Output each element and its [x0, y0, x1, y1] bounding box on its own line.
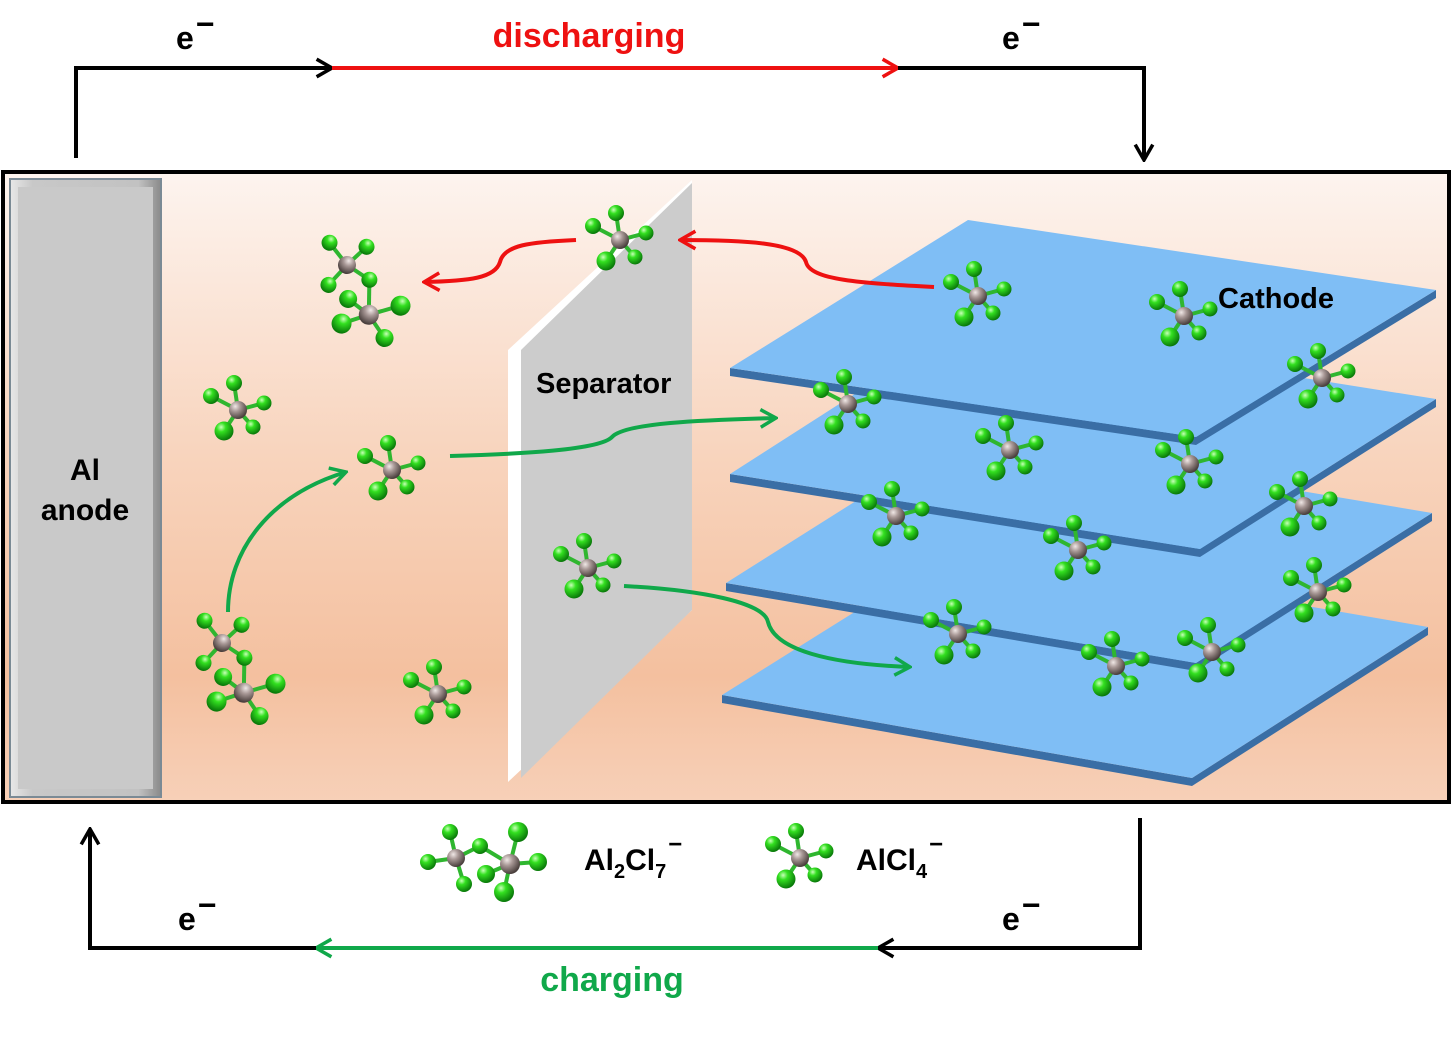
separator: [508, 180, 692, 782]
discharge-circuit: [74, 66, 1144, 160]
electron-label-top-left: e−: [176, 6, 214, 56]
al-anode: [9, 178, 162, 798]
charge-ion-arrow-2: [449, 418, 776, 458]
cathode-label: Cathode: [1218, 283, 1334, 315]
legend-al2cl7-molecule: [418, 820, 549, 904]
anode-label-line2: anode: [41, 494, 129, 527]
discharging-label: discharging: [493, 17, 686, 55]
ion-flow-arrows: [226, 238, 935, 667]
cathode-wire-top: [898, 66, 1144, 160]
cathode-layer-1: [730, 220, 1436, 445]
charge-circuit: [90, 818, 1142, 950]
anode-label-line1: Al: [70, 454, 100, 487]
legend-alcl4-label: AlCl4−: [856, 831, 943, 883]
charging-label: charging: [540, 961, 684, 999]
anode-wire-bottom: [90, 829, 316, 950]
discharge-ion-arrow-2: [424, 238, 577, 282]
charge-ion-arrow-3: [623, 584, 910, 667]
legend-al2cl7-label: Al2Cl7−: [584, 831, 682, 883]
anode-wire-top: [74, 68, 332, 158]
electron-label-bottom-right: e−: [1002, 887, 1040, 937]
electron-label-bottom-left: e−: [178, 887, 216, 937]
charge-ion-arrow-1: [226, 472, 346, 613]
cell-border: [1, 170, 1451, 804]
cathode-layers: [722, 220, 1436, 786]
cathode-wire-bottom: [878, 818, 1142, 948]
separator-label: Separator: [536, 368, 671, 400]
discharge-ion-arrow-1: [680, 240, 935, 289]
legend-alcl4-molecule: [763, 821, 836, 891]
electron-label-top-right: e−: [1002, 6, 1040, 56]
